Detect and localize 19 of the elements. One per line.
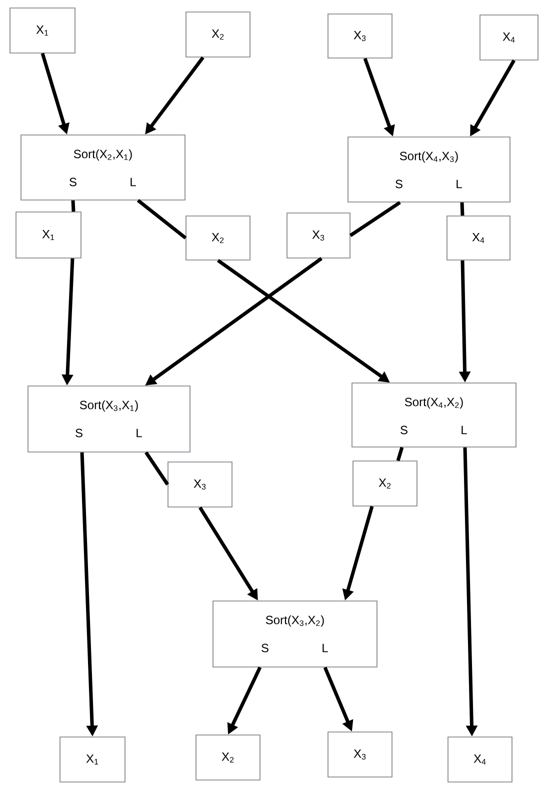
value-box: X$_{4}$	[446, 216, 510, 260]
value-box: X$_{3}$	[328, 732, 392, 778]
value-box: X$_{3}$	[328, 14, 392, 58]
value-box: X$_{2}$	[186, 216, 250, 260]
sort-box: Sort(X$_{3}$,X$_{2}$) S L	[212, 600, 378, 668]
value-box: X$_{1}$	[10, 8, 76, 54]
value-box: X$_{2}$	[196, 734, 260, 780]
value-box: X$_{4}$	[480, 14, 538, 60]
sort-box: Sort(X$_{4}$,X$_{3}$) S L	[348, 136, 510, 202]
sort-box: Sort(X$_{3}$,X$_{1}$) S L	[28, 386, 190, 452]
value-box: X$_{4}$	[448, 736, 512, 782]
value-box: X$_{2}$	[352, 460, 418, 506]
sort-box: Sort(X$_{2}$,X$_{1}$) S L	[20, 134, 186, 200]
value-box: X$_{3}$	[168, 462, 232, 508]
value-box: X$_{1}$	[16, 212, 82, 258]
value-box: X$_{2}$	[186, 12, 250, 58]
value-box: X$_{3}$	[286, 212, 350, 258]
value-box: X$_{1}$	[60, 736, 126, 782]
sort-box: Sort(X$_{4}$,X$_{2}$) S L	[352, 382, 516, 448]
